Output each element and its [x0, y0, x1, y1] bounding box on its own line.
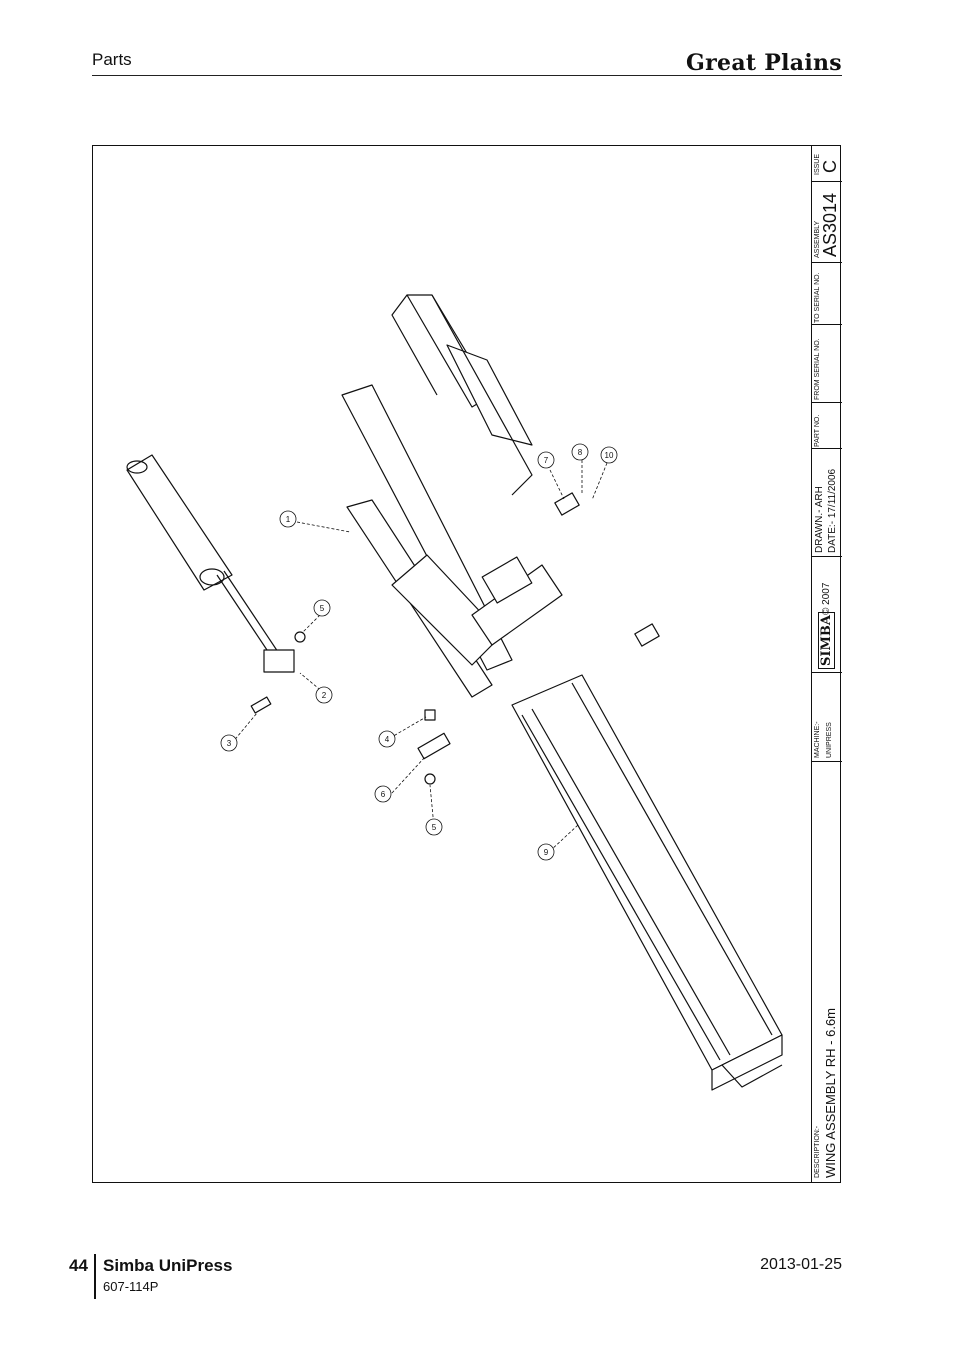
manual-part-number: 607-114P	[103, 1279, 159, 1294]
drawing-date: DATE:- 17/11/2006	[827, 468, 838, 553]
from-serial-label: FROM SERIAL NO.	[814, 338, 821, 400]
callout-5a-label: 5	[320, 604, 325, 613]
logo-cell: SIMBA © 2007	[812, 557, 842, 673]
callout-10: 10	[600, 446, 618, 464]
simba-logo: SIMBA	[818, 612, 835, 669]
callout-6: 6	[374, 785, 392, 803]
callout-9: 9	[537, 843, 555, 861]
footer-divider	[94, 1254, 96, 1299]
callout-7: 7	[537, 451, 555, 469]
publication-date: 2013-01-25	[760, 1256, 842, 1273]
callout-2: 2	[315, 686, 333, 704]
copyright: © 2007	[821, 582, 832, 615]
callout-10-label: 10	[605, 451, 614, 460]
brand-logo: Great Plains	[686, 50, 842, 76]
callout-8: 8	[571, 443, 589, 461]
callout-5a: 5	[313, 599, 331, 617]
callout-4-label: 4	[385, 735, 390, 744]
callout-7-label: 7	[544, 456, 549, 465]
part-no-cell: PART NO.	[812, 403, 842, 449]
callout-2-label: 2	[322, 691, 327, 700]
drawing-frame	[92, 145, 841, 1183]
callout-6-label: 6	[381, 790, 386, 799]
description-cell: DESCRIPTION:- WING ASSEMBLY RH - 6.6m	[812, 762, 842, 1183]
drawn-date-cell: DRAWN.- ARH DATE:- 17/11/2006	[812, 449, 842, 557]
callout-3-label: 3	[227, 739, 232, 748]
title-block: ISSUE C ASSEMBLY AS3014 TO SERIAL NO. FR…	[811, 145, 842, 1183]
assembly-value: AS3014	[820, 192, 840, 257]
callout-5b-label: 5	[432, 823, 437, 832]
callout-4: 4	[378, 730, 396, 748]
issue-cell: ISSUE C	[812, 145, 842, 182]
from-serial-cell: FROM SERIAL NO.	[812, 325, 842, 403]
callout-8-label: 8	[578, 448, 583, 457]
header-divider	[92, 75, 842, 76]
drawn-by: DRAWN.- ARH	[814, 486, 825, 553]
callout-1-label: 1	[286, 515, 291, 524]
callout-1: 1	[279, 510, 297, 528]
callout-labels: 1 2 3 4 5 5 6 7 8 9 10	[220, 443, 618, 861]
section-label: Parts	[92, 50, 132, 69]
callout-3: 3	[220, 734, 238, 752]
machine-cell: MACHINE:- UNIPRESS	[812, 673, 842, 762]
to-serial-label: TO SERIAL NO.	[814, 272, 821, 323]
to-serial-cell: TO SERIAL NO.	[812, 263, 842, 325]
beam-end-cap	[711, 1034, 783, 1091]
product-name: Simba UniPress	[103, 1256, 233, 1275]
page-number: 44	[69, 1256, 88, 1275]
description-value: WING ASSEMBLY RH - 6.6m	[823, 1007, 838, 1178]
part-no-label: PART NO.	[814, 414, 821, 447]
hydraulic-cylinder	[126, 454, 233, 591]
beam-outline	[511, 674, 783, 1071]
machine-value: UNIPRESS	[826, 722, 833, 758]
callout-9-label: 9	[544, 848, 549, 857]
issue-value: C	[820, 160, 840, 173]
exploded-assembly-drawing: 1 2 3 4 5 5 6 7 8 9 10	[126, 294, 783, 1091]
assembly-cell: ASSEMBLY AS3014	[812, 182, 842, 263]
callout-5b: 5	[425, 818, 443, 836]
machine-label: MACHINE:-	[814, 721, 821, 758]
description-label: DESCRIPTION:-	[814, 1125, 821, 1178]
